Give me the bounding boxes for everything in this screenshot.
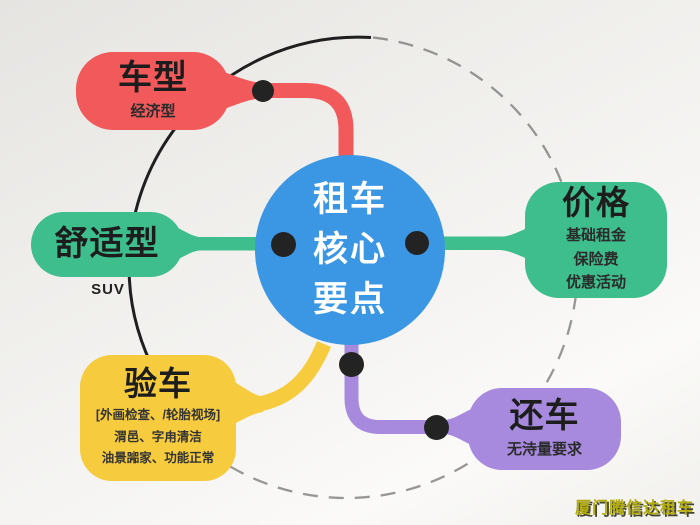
node-title: 车型 — [118, 59, 188, 98]
price-funnel — [500, 226, 532, 261]
node-detail-item: 优惠活动 — [565, 273, 626, 291]
return-connector — [344, 333, 450, 434]
node-detail-list: 基础租金 保险费 优惠活动 — [566, 224, 626, 294]
node-title: 舒适型 — [54, 224, 160, 263]
node-comfort: 舒适型 — [31, 212, 183, 277]
junction-dot-icon — [271, 232, 296, 257]
return-funnel — [444, 408, 473, 446]
car-model-funnel — [224, 72, 268, 109]
junction-dot-icon — [424, 415, 449, 440]
node-detail-item: [外画检查、/轮胎视场] — [95, 408, 221, 423]
node-detail-item: 渭邑、字甪清洁 — [114, 429, 202, 444]
car-model-connector — [262, 83, 354, 172]
node-detail-item: 基础租金 — [565, 227, 626, 245]
central-topic-line: 要点 — [312, 279, 387, 319]
comfort-funnel — [176, 227, 202, 261]
node-detail-item: 保险费 — [573, 250, 619, 268]
junction-dot-icon — [339, 352, 364, 377]
node-price: 价格 基础租金 保险费 优惠活动 — [525, 182, 667, 298]
junction-dot-icon — [252, 80, 274, 102]
node-subtitle: 经济型 — [130, 102, 176, 120]
orbit-circle-solid — [127, 35, 372, 365]
comfort-outside-label: SUV — [91, 281, 125, 298]
node-title: 验车 — [124, 364, 192, 402]
node-title: 还车 — [509, 397, 580, 436]
node-return-car: 还车 无洔量要求 — [468, 388, 621, 470]
inspection-connector — [254, 341, 331, 412]
node-detail-list: [外画检查、/轮胎视场] 渭邑、字甪清洁 油景嘂家、功能正常 — [96, 405, 220, 469]
node-car-model: 车型 经济型 — [76, 52, 230, 130]
node-subtitle: 无洔量要求 — [506, 440, 582, 458]
central-topic-line: 租车 — [312, 180, 387, 220]
node-detail-item: 油景嘂家、功能正常 — [101, 450, 215, 465]
junction-dot-icon — [405, 231, 429, 255]
node-title: 价格 — [562, 183, 630, 221]
inspection-funnel — [228, 378, 263, 427]
node-inspection: 验车 [外画检查、/轮胎视场] 渭邑、字甪清洁 油景嘂家、功能正常 — [80, 355, 236, 481]
central-topic-line: 核心 — [312, 230, 387, 270]
watermark-brand: 厦门腾信达租车 — [574, 500, 694, 517]
